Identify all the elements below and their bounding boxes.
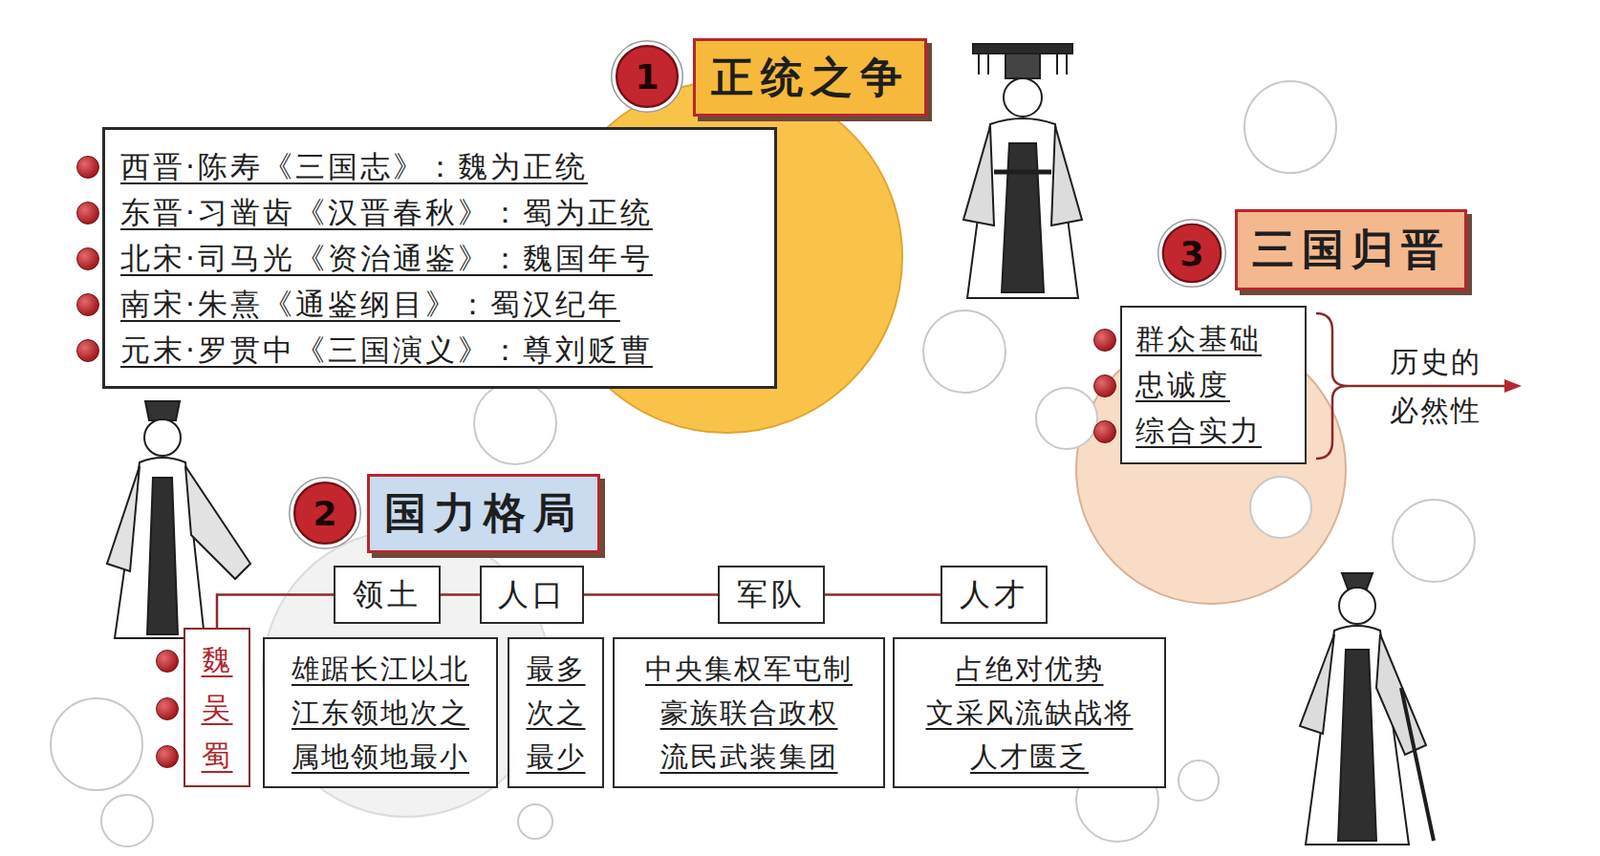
robe-panel (1338, 649, 1377, 842)
hat (1341, 573, 1373, 589)
callout-badge: 3 (1157, 218, 1227, 288)
item-text: 西晋·陈寿《三国志》：魏为正统 (120, 143, 756, 190)
conclusion-label: 历史的 必然性 (1387, 337, 1484, 435)
state-column-box: 魏吴蜀 (183, 627, 251, 788)
item-text: 魏 (185, 636, 249, 685)
bubble (1250, 476, 1312, 539)
item-text: 文采风流缺战将 (926, 691, 1134, 736)
item-text: 群众基础 (1135, 316, 1292, 363)
category-header: 军队 (717, 565, 825, 625)
callout-number: 2 (312, 494, 337, 534)
item-text: 东晋·习凿齿《汉晋春秋》：蜀为正统 (120, 189, 756, 236)
category-header: 人口 (479, 565, 584, 625)
item-text: 忠诚度 (1135, 362, 1292, 409)
header-text: 人口 (497, 574, 567, 617)
item-text: 最多 (526, 647, 586, 692)
bubble (923, 310, 1006, 393)
arrow-head (1504, 379, 1522, 393)
crown-board (972, 43, 1073, 54)
item-text: 中央集权军屯制 (645, 647, 853, 692)
bubble (1392, 499, 1475, 583)
section-title: 国力格局 (367, 474, 601, 554)
connector-line (440, 593, 480, 597)
item-text: 次之 (526, 691, 586, 736)
connector-line (824, 593, 941, 597)
head (1339, 587, 1376, 625)
title-text: 正统之争 (711, 49, 910, 107)
connector-line (583, 593, 718, 597)
section-title: 三国归晋 (1234, 209, 1468, 291)
badge-ring (1158, 219, 1227, 288)
robe (1305, 626, 1409, 845)
callout-badge: 2 (288, 476, 362, 550)
item-text: 综合实力 (1135, 408, 1292, 455)
item-text: 北宋·司马光《资治通鉴》：魏国年号 (120, 235, 756, 282)
bubble (1036, 388, 1098, 450)
source-list-box: 西晋·陈寿《三国志》：魏为正统东晋·习凿齿《汉晋春秋》：蜀为正统北宋·司马光《资… (102, 127, 778, 390)
item-text: 占绝对优势 (955, 647, 1104, 692)
bubbles (50, 81, 1475, 847)
emperor-figure (963, 43, 1082, 299)
badge-ring (289, 477, 361, 549)
badge-ring (611, 41, 683, 112)
item-text: 江东领地次之 (291, 691, 470, 736)
scholar-figure (107, 401, 251, 639)
header-text: 领土 (352, 574, 422, 617)
item-text: 流民武装集团 (660, 735, 839, 779)
item-text: 雄踞长江以北 (291, 647, 470, 692)
title-text: 国力格局 (384, 485, 584, 542)
item-text: 属地领地最小 (291, 735, 470, 779)
talent-cell: 占绝对优势文采风流缺战将人才匮乏 (892, 637, 1167, 789)
army-cell: 中央集权军屯制豪族联合政权流民武装集团 (612, 637, 886, 789)
header-text: 人才 (959, 574, 1029, 617)
item-text: 豪族联合政权 (660, 691, 839, 736)
brace (1316, 313, 1348, 459)
arrow-line (1347, 385, 1516, 389)
territory-cell: 雄踞长江以北江东领地次之属地领地最小 (262, 637, 498, 789)
sleeve (107, 466, 140, 572)
robe-panel (147, 477, 178, 635)
belt (994, 170, 1052, 175)
sleeve (1299, 634, 1335, 735)
category-header: 人才 (940, 565, 1048, 625)
item-text: 最少 (526, 735, 586, 779)
hat (145, 401, 180, 421)
connector-line (216, 595, 334, 629)
badge-disc (294, 482, 356, 544)
item-text: 元末·罗贯中《三国演义》：尊刘贬曹 (120, 326, 756, 373)
item-text: 吴 (185, 684, 249, 733)
bubble (1178, 760, 1219, 801)
section-title: 正统之争 (692, 38, 928, 117)
badge-disc (616, 45, 678, 108)
bracket-arrow (1316, 313, 1522, 459)
callout-number: 1 (634, 57, 659, 97)
factor-list-box: 群众基础忠诚度综合实力 (1120, 305, 1307, 465)
item-text: 人才匮乏 (970, 735, 1089, 779)
bubble (101, 795, 153, 847)
bubble (474, 382, 557, 465)
arm (185, 466, 251, 580)
item-text: 蜀 (185, 732, 249, 780)
title-text: 三国归晋 (1252, 221, 1451, 279)
robe-panel (1001, 143, 1044, 293)
bubble (1244, 81, 1337, 173)
header-text: 军队 (736, 574, 806, 617)
sleeves (963, 126, 1082, 226)
head (1003, 78, 1042, 117)
crown (1005, 53, 1040, 79)
bubble (518, 804, 553, 840)
callout-number: 3 (1179, 234, 1204, 274)
population-cell: 最多次之最少 (507, 637, 605, 789)
warrior-figure (1299, 573, 1434, 845)
badge-disc (1163, 224, 1221, 282)
item-text: 南宋·朱熹《通鉴纲目》：蜀汉纪年 (120, 281, 756, 327)
head (144, 419, 181, 456)
sword (1401, 688, 1434, 842)
bubble (50, 698, 143, 791)
category-header: 领土 (333, 565, 441, 625)
callout-badge: 1 (610, 40, 684, 113)
